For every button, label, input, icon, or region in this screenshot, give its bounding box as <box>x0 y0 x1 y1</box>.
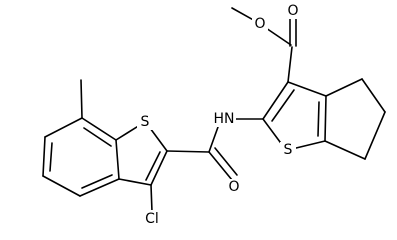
bond-c3bt-cl <box>150 184 153 213</box>
bond-ch2-ch2-b <box>364 111 386 160</box>
atom-o-ester-label: O <box>254 16 265 32</box>
bond-c6-c5-inner <box>49 142 53 172</box>
atom-cl-label: Cl <box>145 211 159 227</box>
bond-c3a-ch2 <box>325 78 363 97</box>
bond-c5-c4 <box>42 175 81 197</box>
bond-c6-methyl <box>80 79 83 119</box>
bond-c3-c2-a <box>262 81 289 120</box>
bond-c4-c3a-inner <box>81 174 113 189</box>
bond-ch2-c6a <box>324 140 366 160</box>
bond-c3-c2-b <box>271 89 295 122</box>
bond-c2-s <box>262 118 284 147</box>
atom-s-benzothiophene: S <box>137 114 153 130</box>
bond-nh-c-amide <box>208 126 219 153</box>
bond-c7a-c3a <box>115 139 120 180</box>
atom-o-carbonyl: O <box>285 3 301 19</box>
atom-nh-label: HN <box>214 111 235 127</box>
bond-s-c7a <box>115 124 141 141</box>
atom-cl: Cl <box>142 210 162 228</box>
bond-ch2-ch2 <box>361 78 386 113</box>
bond-c2bt-c3bt-a <box>150 150 168 186</box>
bond-c6a-c3a-b <box>317 101 320 137</box>
bond-c-o-amide-a <box>208 151 233 181</box>
bond-c7a-c7 <box>81 117 117 141</box>
atom-o-carbonyl-label: O <box>287 3 298 19</box>
atom-s-thiophene-label: S <box>284 142 293 158</box>
atom-labels: O O S S HN O Cl <box>137 3 301 228</box>
bond-c6a-c3a-a <box>324 95 327 142</box>
bond-c4-c3a <box>79 178 120 197</box>
bond-c-o-amide-b <box>214 147 238 176</box>
bond-c2bt-c3bt-b <box>145 151 161 181</box>
atom-o-amide-label: O <box>228 179 239 195</box>
bond-c3-c3a <box>287 81 327 97</box>
bond-s-c6a <box>291 140 326 150</box>
atom-o-amide: O <box>226 179 242 195</box>
atom-s-thiophene: S <box>280 142 296 158</box>
bonds <box>42 7 386 213</box>
atom-o-ester: O <box>252 16 268 32</box>
bond-c7a-c7-inner <box>83 127 112 147</box>
bond-c7-c6 <box>44 117 83 138</box>
bond-c-thiophene <box>287 46 293 83</box>
bond-c3bt-c3a <box>118 178 152 186</box>
molecule-structure: O O S S HN O Cl <box>42 3 386 228</box>
bond-c6-c5 <box>42 136 46 177</box>
bond-c2bt-s <box>149 127 168 152</box>
atom-nh: HN <box>212 111 236 127</box>
atom-s-benzothiophene-label: S <box>141 114 150 130</box>
bond-c-amide-bt <box>166 150 210 153</box>
